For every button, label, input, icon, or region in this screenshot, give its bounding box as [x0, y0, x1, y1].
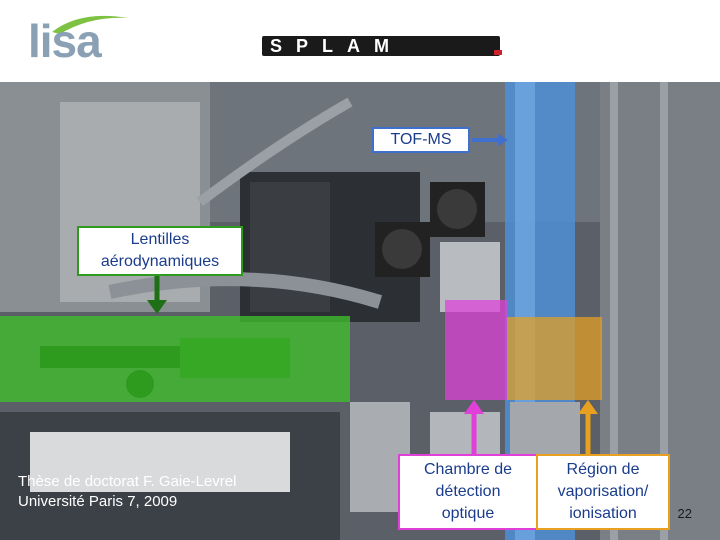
- svg-text:SPLAM: SPLAM: [270, 36, 403, 56]
- chamber-arrow-icon: [464, 400, 484, 458]
- tof-ms-arrow-icon: [472, 134, 508, 146]
- lisa-logo: lisa: [28, 15, 102, 67]
- tof-ms-label: TOF-MS: [372, 127, 470, 153]
- chamber-label: Chambre de détection optique: [398, 454, 538, 530]
- detection-chamber-overlay: [445, 300, 507, 400]
- vaporisation-region-overlay: [507, 317, 602, 400]
- lens-tube-icon: [40, 338, 290, 398]
- lenses-arrow-icon: [147, 276, 167, 314]
- region-arrow-icon: [578, 400, 598, 458]
- slide-header: lisa SPLAM: [0, 0, 720, 82]
- credit-line-2: Université Paris 7, 2009: [18, 493, 178, 510]
- lisa-swoosh-icon: [52, 15, 128, 34]
- region-label: Région de vaporisation/ ionisation: [536, 454, 670, 530]
- thesis-credit: Thèse de doctorat F. Gaie-Levrel Univers…: [18, 472, 236, 512]
- splam-logo: SPLAM: [262, 36, 502, 56]
- credit-line-1: Thèse de doctorat F. Gaie-Levrel: [18, 473, 237, 490]
- page-number: 22: [677, 506, 692, 521]
- lenses-label: Lentilles aérodynamiques: [77, 226, 243, 276]
